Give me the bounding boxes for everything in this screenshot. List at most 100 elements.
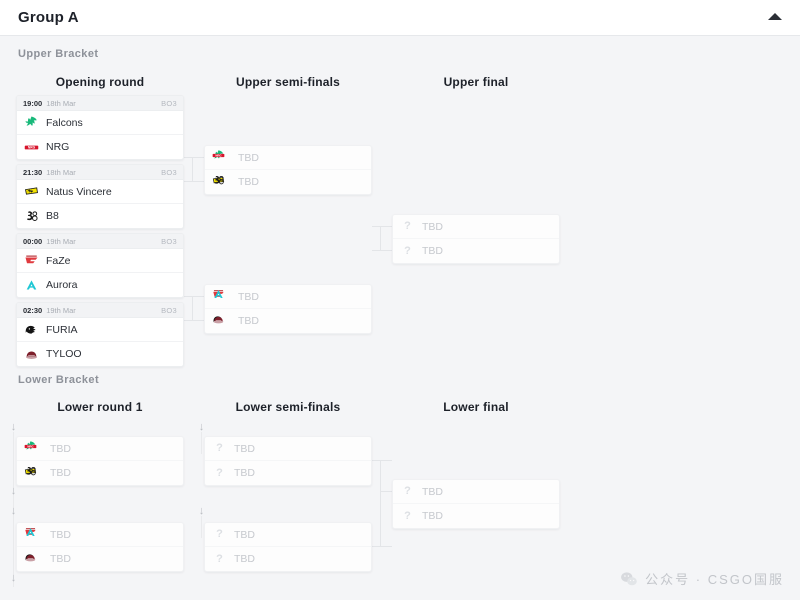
question-icon: ?	[404, 509, 411, 522]
connector	[192, 296, 193, 320]
team-row[interactable]: TBD	[205, 170, 371, 194]
connector	[380, 226, 381, 250]
drop-arrow-icon: ↓	[10, 505, 17, 517]
match-card[interactable]: TBD TBD	[16, 522, 184, 572]
team-row[interactable]: TYLOO	[17, 342, 183, 366]
upper-bracket-label: Upper Bracket	[18, 48, 99, 60]
match-card[interactable]: 00:00 19th Mar BO3 FaZe Aurora	[16, 233, 184, 298]
team-name: Natus Vincere	[46, 185, 112, 198]
chevron-up-icon[interactable]	[768, 13, 782, 20]
furia-logo	[24, 322, 39, 337]
team-name: TBD	[422, 220, 443, 233]
connector	[184, 320, 204, 321]
team-name: TBD	[238, 290, 259, 303]
question-icon: ?	[216, 552, 223, 565]
team-name: TBD	[234, 442, 255, 455]
column-header-lower-round-1: Lower round 1	[57, 400, 143, 414]
match-date: 18th Mar	[46, 98, 76, 108]
tyloo-logo	[24, 347, 39, 362]
team-row[interactable]: TBD	[205, 309, 371, 333]
team-row[interactable]: ?TBD	[393, 239, 559, 263]
team-row[interactable]: FaZe	[17, 249, 183, 273]
navi-logo-b8-logo-pair	[24, 465, 43, 482]
faze-logo	[24, 253, 39, 268]
team-name: TBD	[238, 151, 259, 164]
page-title: Group A	[18, 9, 79, 26]
question-icon: ?	[216, 466, 223, 479]
team-row[interactable]: NRG TBD	[205, 146, 371, 170]
connector	[380, 460, 381, 546]
watermark-text: 公众号 · CSGO国服	[645, 572, 784, 587]
team-row[interactable]: ?TBD	[205, 523, 371, 547]
team-name: TYLOO	[46, 348, 82, 360]
team-row[interactable]: ? TBD	[205, 461, 371, 485]
connector	[372, 546, 392, 547]
faze-logo-aurora-logo-pair	[212, 288, 231, 305]
question-icon: ?	[216, 442, 223, 454]
drop-arrow-icon: ↓	[198, 421, 205, 433]
team-name: Falcons	[46, 116, 83, 129]
team-row[interactable]: ? TBD	[205, 547, 371, 571]
match-meta: 19:00 18th Mar BO3	[17, 96, 183, 111]
team-row[interactable]: TBD	[17, 461, 183, 485]
match-format: BO3	[161, 98, 177, 108]
drop-arrow-icon: ↓	[10, 421, 17, 433]
drop-arrow-icon: ↓	[10, 572, 17, 584]
navi-logo-b8-logo-pair	[212, 174, 231, 191]
match-meta: 00:00 19th Mar BO3	[17, 234, 183, 249]
match-card[interactable]: NRG TBD TBD	[204, 145, 372, 195]
column-header-upper-semis: Upper semi-finals	[235, 75, 341, 89]
match-meta: 21:30 18th Mar BO3	[17, 165, 183, 180]
drop-arrow-icon: ↓	[10, 485, 17, 497]
team-name: TBD	[50, 442, 71, 455]
drop-arrow-icon: ↓	[198, 505, 205, 517]
team-name: TBD	[50, 528, 71, 541]
team-row[interactable]: ?TBD	[393, 480, 559, 504]
match-card[interactable]: ?TBD ?TBD	[204, 522, 372, 572]
connector	[380, 491, 392, 492]
match-card[interactable]: ?TBD ?TBD	[392, 479, 560, 529]
falcons-logo	[24, 115, 39, 130]
svg-text:NRG: NRG	[215, 154, 221, 158]
team-row[interactable]: Falcons	[17, 111, 183, 135]
team-row[interactable]: NRG TBD	[17, 437, 183, 461]
team-row[interactable]: TBD	[17, 547, 183, 571]
team-name: TBD	[422, 510, 443, 522]
team-row[interactable]: ? TBD	[205, 437, 371, 461]
team-row[interactable]: B8	[17, 204, 183, 228]
match-card[interactable]: TBD TBD	[204, 284, 372, 334]
match-format: BO3	[161, 167, 177, 177]
team-name: TBD	[422, 245, 443, 257]
team-name: TBD	[50, 467, 71, 479]
connector	[372, 460, 392, 461]
team-name: TBD	[234, 553, 255, 565]
match-card[interactable]: 02:30 19th Mar BO3 FURIA TYLOO	[16, 302, 184, 367]
column-header-lower-final: Lower final	[443, 400, 509, 414]
team-row[interactable]: ? TBD	[393, 504, 559, 528]
match-card[interactable]: ? TBD ? TBD	[204, 436, 372, 486]
team-row[interactable]: ?TBD	[393, 215, 559, 239]
connector	[372, 226, 392, 227]
falcons-logo-nrg-logo-pair: NRG	[24, 440, 43, 457]
connector	[184, 157, 204, 158]
drop-rail	[13, 432, 14, 587]
team-name: FURIA	[46, 323, 78, 336]
team-name: TBD	[234, 467, 255, 479]
match-date: 19th Mar	[46, 305, 76, 315]
team-row[interactable]: FURIA	[17, 318, 183, 342]
connector	[184, 181, 204, 182]
team-row[interactable]: TBD	[205, 285, 371, 309]
group-header: Group A	[0, 0, 800, 36]
team-name: TBD	[422, 485, 443, 498]
match-card[interactable]: 21:30 18th Mar BO3 Natus Vincere B8	[16, 164, 184, 229]
team-row[interactable]: TBD	[17, 523, 183, 547]
match-card[interactable]: NRG TBD TBD	[16, 436, 184, 486]
team-row[interactable]: Natus Vincere	[17, 180, 183, 204]
svg-text:NRG: NRG	[28, 145, 36, 149]
match-meta: 02:30 19th Mar BO3	[17, 303, 183, 318]
team-row[interactable]: Aurora	[17, 273, 183, 297]
match-card[interactable]: ?TBD ?TBD	[392, 214, 560, 264]
